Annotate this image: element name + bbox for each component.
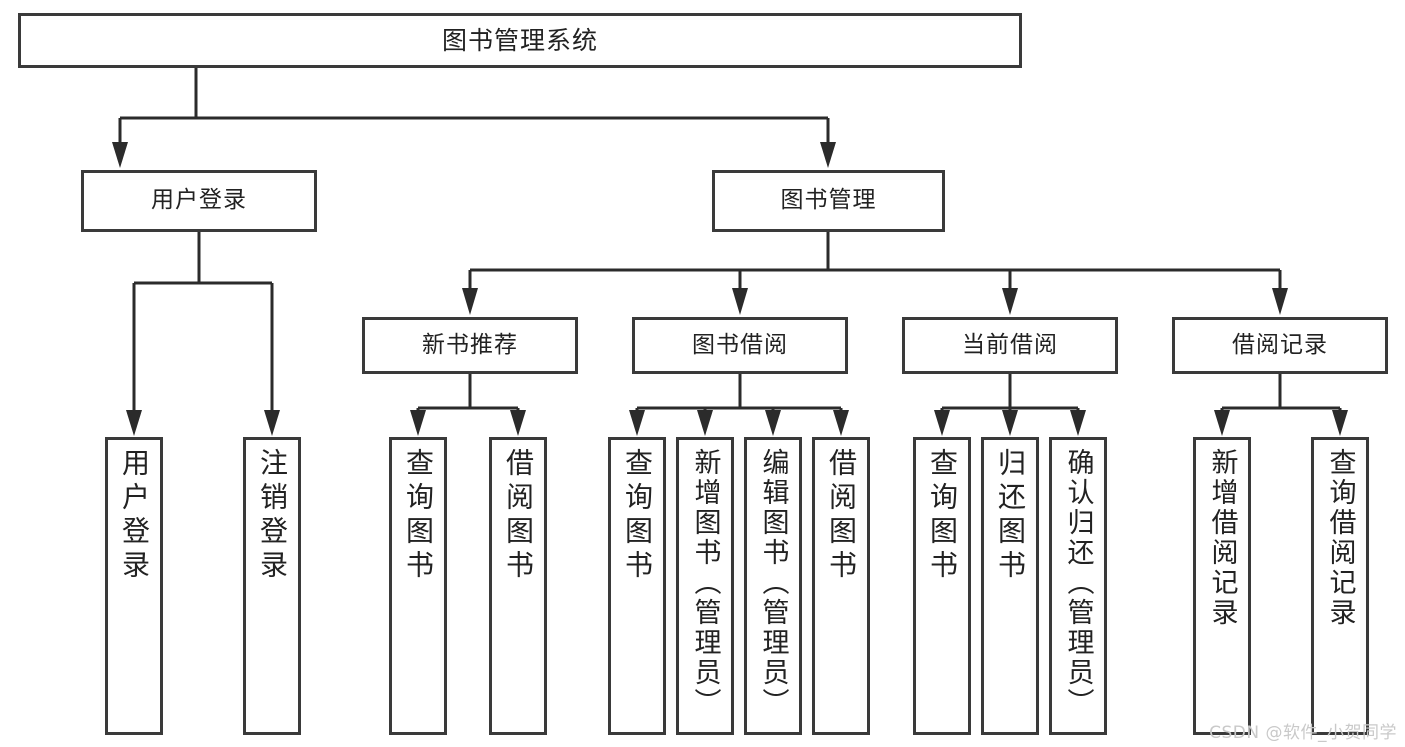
node-label: 借阅记录 [1232,331,1328,358]
node-label: 查询图书 [621,448,654,584]
leaf-borrow-book[interactable]: 借阅图书 [812,437,870,735]
leaf-query-book-borrow[interactable]: 查询图书 [608,437,666,735]
leaf-user-login[interactable]: 用户登录 [105,437,163,735]
node-label: 图书管理系统 [441,25,598,55]
node-label: 用户登录 [118,448,151,584]
node-user-login[interactable]: 用户登录 [81,170,317,232]
leaf-return-book[interactable]: 归还图书 [981,437,1039,735]
watermark-text: CSDN @软件_小贺同学 [1209,723,1397,743]
leaf-query-book-current[interactable]: 查询图书 [913,437,971,735]
node-label: 新增图书（管理员） [689,448,721,718]
node-new-book-recommend[interactable]: 新书推荐 [362,317,578,374]
node-label: 查询借阅记录 [1324,448,1356,628]
leaf-add-book-admin[interactable]: 新增图书（管理员） [676,437,734,735]
node-label: 借阅图书 [502,448,535,584]
leaf-user-logout[interactable]: 注销登录 [243,437,301,735]
leaf-confirm-return-admin[interactable]: 确认归还（管理员） [1049,437,1107,735]
node-label: 新书推荐 [422,331,518,358]
leaf-add-borrow-record[interactable]: 新增借阅记录 [1193,437,1251,735]
node-label: 编辑图书（管理员） [757,448,789,718]
node-book-management[interactable]: 图书管理 [712,170,945,232]
leaf-query-borrow-record[interactable]: 查询借阅记录 [1311,437,1369,735]
node-label: 注销登录 [256,448,289,584]
leaf-query-book-recommend[interactable]: 查询图书 [389,437,447,735]
node-label: 借阅图书 [825,448,858,584]
node-label: 查询图书 [402,448,435,584]
node-label: 当前借阅 [962,331,1058,358]
node-label: 新增借阅记录 [1206,448,1238,628]
node-label: 确认归还（管理员） [1062,448,1094,718]
node-label: 用户登录 [151,187,247,214]
node-label: 图书借阅 [692,331,788,358]
node-label: 图书管理 [780,187,877,214]
node-book-borrow[interactable]: 图书借阅 [632,317,848,374]
node-label: 查询图书 [926,448,959,584]
leaf-borrow-book-recommend[interactable]: 借阅图书 [489,437,547,735]
leaf-edit-book-admin[interactable]: 编辑图书（管理员） [744,437,802,735]
node-borrow-record[interactable]: 借阅记录 [1172,317,1388,374]
node-label: 归还图书 [994,448,1027,584]
node-current-borrow[interactable]: 当前借阅 [902,317,1118,374]
node-root-system[interactable]: 图书管理系统 [18,13,1022,68]
